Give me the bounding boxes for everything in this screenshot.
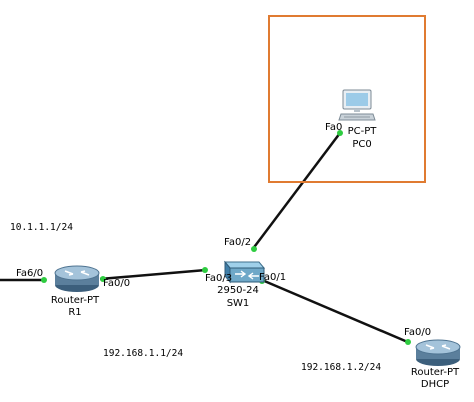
note-network-left[interactable]: 10.1.1.1/24 bbox=[10, 222, 73, 233]
cable-sw1-pc0[interactable] bbox=[251, 132, 341, 251]
cable-r1-sw1[interactable] bbox=[99, 268, 207, 281]
sw1-name-label: SW1 bbox=[226, 298, 250, 309]
sw1-port-dhcp-label: Fa0/1 bbox=[259, 272, 287, 283]
r1-model-label: Router-PT bbox=[50, 295, 100, 306]
link-light-r1-sw bbox=[100, 276, 106, 282]
pc-area-rectangle[interactable] bbox=[268, 15, 426, 183]
sw1-port-r1-label: Fa0/3 bbox=[205, 273, 233, 284]
note-network-r1[interactable]: 192.168.1.1/24 bbox=[103, 348, 184, 359]
pc0-port-label: Fa0 bbox=[325, 122, 343, 133]
link-light-dhcp bbox=[405, 339, 411, 345]
note-network-dhcp[interactable]: 192.168.1.2/24 bbox=[301, 362, 382, 373]
r1-name-label: R1 bbox=[68, 307, 82, 318]
link-light-sw-pc bbox=[251, 246, 257, 252]
dhcp-name-label: DHCP bbox=[420, 379, 450, 390]
sw1-model-label: 2950-24 bbox=[217, 285, 259, 296]
link-light-r1-left bbox=[41, 277, 47, 283]
r1-port-sw-label: Fa0/0 bbox=[103, 278, 131, 289]
pc0-model-label: PC-PT bbox=[347, 126, 377, 137]
cable-sw1-dhcp[interactable] bbox=[261, 278, 411, 345]
dhcp-port-label: Fa0/0 bbox=[404, 327, 432, 338]
pc0-name-label: PC0 bbox=[352, 139, 372, 150]
sw1-port-pc-label: Fa0/2 bbox=[224, 237, 252, 248]
switch-icon[interactable] bbox=[221, 257, 265, 285]
router-icon[interactable] bbox=[52, 263, 102, 293]
link-light-sw-r1 bbox=[202, 267, 208, 273]
r1-port-left-label: Fa6/0 bbox=[16, 268, 44, 279]
link-light-pc bbox=[337, 130, 343, 136]
router-icon[interactable] bbox=[413, 337, 463, 367]
pc-icon[interactable] bbox=[338, 88, 376, 122]
dhcp-model-label: Router-PT bbox=[410, 367, 460, 378]
